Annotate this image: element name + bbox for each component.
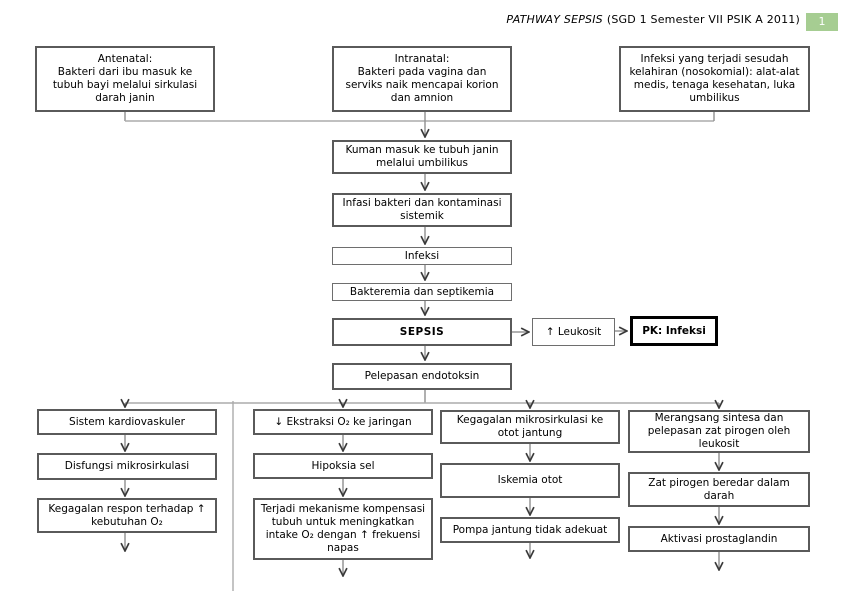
node-leukosit: ↑ Leukosit [532, 318, 615, 346]
node-pelepasan-endotoksin: Pelepasan endotoksin [332, 363, 512, 390]
node-intranatal: Intranatal: Bakteri pada vagina dan serv… [332, 46, 512, 112]
node-kegagalan-mikrosirkulasi: Kegagalan mikrosirkulasi ke otot jantung [440, 410, 620, 444]
node-antenatal: Antenatal: Bakteri dari ibu masuk ke tub… [35, 46, 215, 112]
node-pompa-jantung: Pompa jantung tidak adekuat [440, 517, 620, 543]
node-kegagalan-respon: Kegagalan respon terhadap ↑ kebutuhan O₂ [37, 498, 217, 533]
node-hipoksia-sel: Hipoksia sel [253, 453, 433, 479]
title-italic-part: PATHWAY SEPSIS [506, 13, 603, 26]
node-infasi-bakteri: Infasi bakteri dan kontaminasi sistemik [332, 193, 512, 227]
node-disfungsi-mikrosirkulasi: Disfungsi mikrosirkulasi [37, 453, 217, 480]
node-infeksi: Infeksi [332, 247, 512, 265]
page-number-badge: 1 [806, 13, 838, 31]
title-rest-part: (SGD 1 Semester VII PSIK A 2011) [606, 13, 800, 26]
node-iskemia-otot: Iskemia otot [440, 463, 620, 498]
node-ekstraksi-o2: ↓ Ekstraksi O₂ ke jaringan [253, 409, 433, 435]
node-sistem-kardiovaskuler: Sistem kardiovaskuler [37, 409, 217, 435]
node-bakteremia: Bakteremia dan septikemia [332, 283, 512, 301]
node-kompensasi: Terjadi mekanisme kompensasi tubuh untuk… [253, 498, 433, 560]
node-kuman-masuk: Kuman masuk ke tubuh janin melalui umbil… [332, 140, 512, 174]
node-zat-pirogen: Zat pirogen beredar dalam darah [628, 472, 810, 507]
document-title: PATHWAY SEPSIS(SGD 1 Semester VII PSIK A… [0, 13, 800, 26]
node-sepsis: SEPSIS [332, 318, 512, 346]
node-pk-infeksi: PK: Infeksi [630, 316, 718, 346]
node-merangsang-sintesa: Merangsang sintesa dan pelepasan zat pir… [628, 410, 810, 453]
node-aktivasi-prostaglandin: Aktivasi prostaglandin [628, 526, 810, 552]
node-nosokomial: Infeksi yang terjadi sesudah kelahiran (… [619, 46, 810, 112]
